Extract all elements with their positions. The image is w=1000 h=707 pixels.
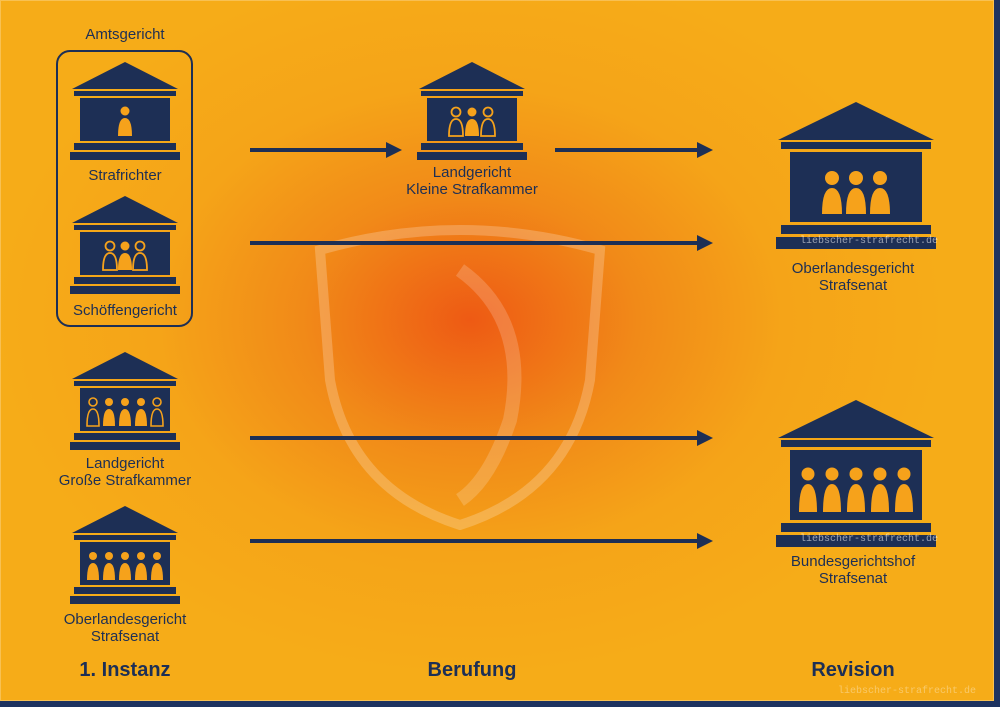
court-building-bgh-icon (776, 400, 936, 547)
court-building-lg-grosse-icon (70, 352, 180, 450)
court-building-strafrichter-icon (70, 62, 180, 160)
arrow-olg-first-to-bgh (250, 533, 713, 549)
bgh-label-line2: Strafsenat (818, 570, 888, 587)
schoeffengericht-label: Schöffengericht (73, 302, 177, 319)
court-building-olg-revision-icon (776, 102, 936, 249)
court-building-lg-kleine-icon (417, 62, 527, 160)
olg-revision-watermark: liebscher-strafrecht.de (800, 236, 939, 247)
olg-revision-label-line2: Strafsenat (818, 277, 888, 294)
amtsgericht-group-label: Amtsgericht (85, 26, 165, 43)
column-heading-first-instance: 1. Instanz (79, 659, 171, 681)
lg-kleine-label-line1: Landgericht (432, 164, 512, 181)
arrow-lg-kleine-to-olg-revision (555, 142, 713, 158)
lg-kleine-label-line2: Kleine Strafkammer (406, 181, 538, 198)
arrow-schoeffengericht-to-olg-revision (250, 235, 713, 251)
olg-first-label-line1: Oberlandesgericht (63, 611, 187, 628)
bgh-label-line1: Bundesgerichtshof (790, 553, 916, 570)
court-building-schoeffengericht-icon (70, 196, 180, 294)
olg-first-label-line2: Strafsenat (90, 628, 160, 645)
lg-grosse-label-line1: Landgericht (85, 455, 165, 472)
strafrichter-label: Strafrichter (88, 167, 162, 184)
shield-watermark-icon (314, 225, 606, 530)
bgh-watermark: liebscher-strafrecht.de (800, 534, 939, 545)
arrow-strafrichter-to-lg-kleine (250, 142, 402, 158)
person-icon (118, 106, 132, 136)
column-heading-revision: Revision (811, 659, 895, 681)
lg-grosse-label-line2: Große Strafkammer (58, 472, 192, 489)
olg-revision-label-line1: Oberlandesgericht (791, 260, 915, 277)
arrow-lg-grosse-to-bgh (250, 430, 713, 446)
court-building-olg-first-instance-icon (70, 506, 180, 604)
corner-watermark: liebscher-strafrecht.de (838, 686, 977, 697)
column-heading-appeal: Berufung (427, 659, 517, 681)
amtsgericht-group-box (56, 50, 193, 327)
